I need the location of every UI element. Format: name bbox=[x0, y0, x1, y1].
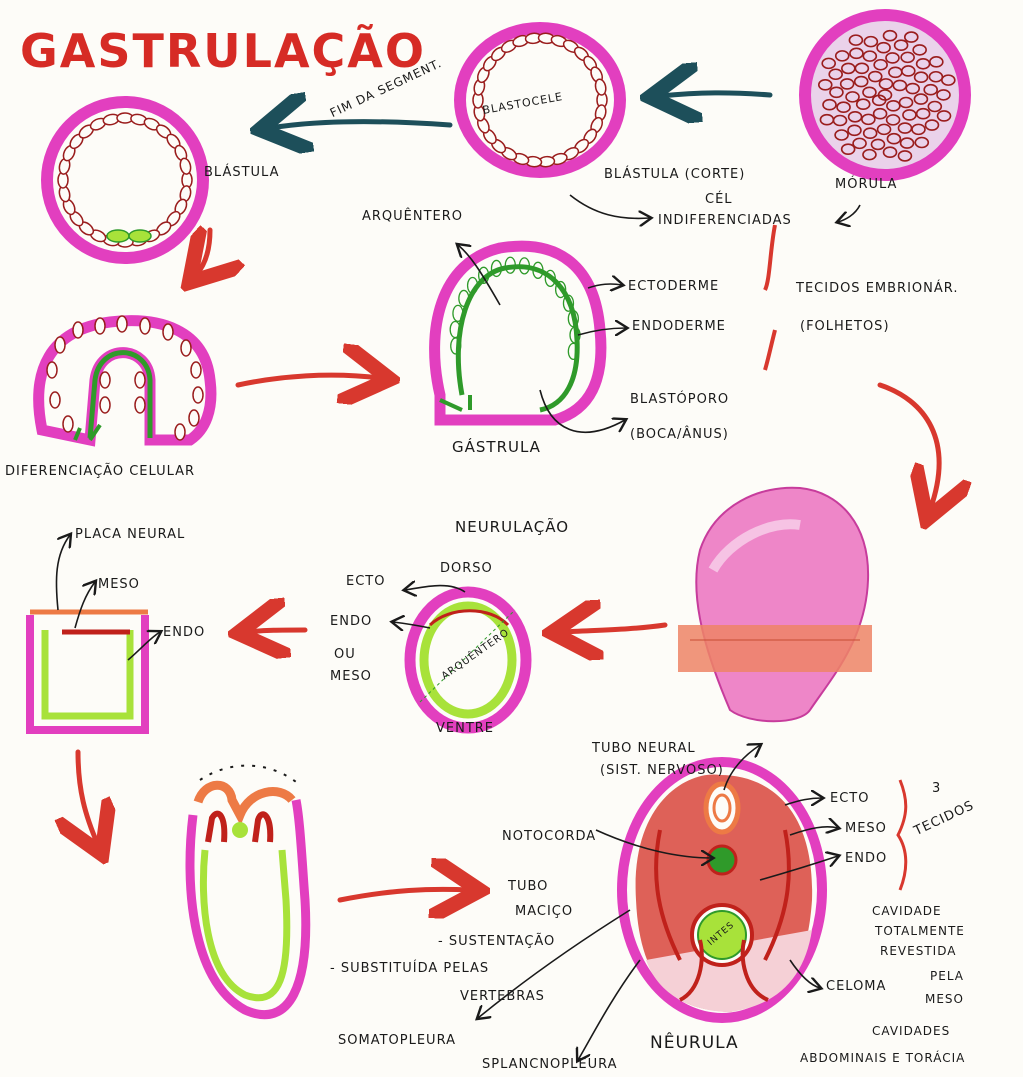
label-endo-ou-meso-1: ENDO bbox=[330, 615, 372, 628]
label-neurulacao: NEURULAÇÃO bbox=[455, 520, 569, 535]
red-arrow-6 bbox=[78, 752, 98, 845]
cell bbox=[100, 372, 110, 388]
label-folhetos: (FOLHETOS) bbox=[800, 320, 890, 333]
red-arrow-2 bbox=[238, 375, 380, 385]
cell bbox=[140, 318, 150, 334]
label-dorso: DORSO bbox=[440, 562, 493, 575]
cell bbox=[189, 410, 199, 426]
label-endo: ENDO bbox=[163, 626, 205, 639]
red-arrow-1 bbox=[196, 230, 210, 275]
label-blastoporo: BLASTÓPORO bbox=[630, 393, 729, 406]
label-ecto: ECTO bbox=[346, 575, 385, 588]
cell bbox=[47, 362, 57, 378]
neurula-embryo-drawing bbox=[678, 488, 872, 722]
cell bbox=[63, 416, 73, 432]
label-diferenciacao: DIFERENCIAÇÃO CELULAR bbox=[5, 465, 195, 478]
cell bbox=[135, 397, 145, 413]
label-tecidos-embrionar: TECIDOS EMBRIONÁR. bbox=[796, 282, 958, 295]
cell bbox=[181, 340, 191, 356]
label-boca-anus: (BOCA/ÂNUS) bbox=[630, 428, 729, 441]
label-revestida: REVESTIDA bbox=[880, 945, 956, 957]
morula-drawing bbox=[805, 15, 965, 175]
red-arrow-3 bbox=[880, 385, 939, 510]
red-arrow-5 bbox=[248, 630, 305, 632]
cell bbox=[135, 372, 145, 388]
cell bbox=[117, 316, 127, 332]
cell bbox=[175, 424, 185, 440]
label-ventre: VENTRE bbox=[436, 722, 494, 735]
label-splancnopleura: SPLANCNOPLEURA bbox=[482, 1058, 618, 1071]
label-gastrula: GÁSTRULA bbox=[452, 440, 541, 455]
label-ectoderme: ECTODERME bbox=[628, 280, 719, 293]
label-endo-ou-meso-3: MESO bbox=[330, 670, 372, 683]
label-sustentacao: - SUSTENTAÇÃO bbox=[438, 935, 555, 948]
label-tres: 3 bbox=[932, 782, 941, 795]
label-morula: MÓRULA bbox=[835, 178, 897, 191]
label-neurula: NÊURULA bbox=[650, 1035, 739, 1052]
neurula-section-drawing bbox=[622, 762, 822, 1018]
label-ecto-2: ECTO bbox=[830, 792, 869, 805]
label-blastula: BLÁSTULA bbox=[204, 166, 280, 179]
label-indiferenciadas: INDIFERENCIADAS bbox=[658, 214, 792, 227]
label-notocorda: NOTOCORDA bbox=[502, 830, 596, 843]
label-somatopleura: SOMATOPLEURA bbox=[338, 1034, 456, 1047]
cell bbox=[50, 392, 60, 408]
label-meso-2: MESO bbox=[845, 822, 887, 835]
gastrula-drawing bbox=[435, 246, 601, 420]
label-endo-ou-meso-2: OU bbox=[334, 648, 356, 661]
label-totalmente: TOTALMENTE bbox=[875, 925, 965, 937]
cell bbox=[163, 324, 173, 340]
tres-tecidos-brace bbox=[898, 780, 906, 890]
label-abdominais: ABDOMINAIS E TORÁCIA bbox=[800, 1052, 965, 1064]
cell bbox=[100, 397, 110, 413]
label-meso: MESO bbox=[98, 578, 140, 591]
label-blastula-corte: BLÁSTULA (CORTE) bbox=[604, 168, 745, 181]
label-substituida: - SUBSTITUÍDA PELAS bbox=[330, 962, 489, 975]
label-tubo: TUBO bbox=[508, 880, 548, 893]
neural-plate-drawing bbox=[30, 612, 148, 730]
blastula-drawing bbox=[47, 102, 203, 258]
page-title: GASTRULAÇÃO bbox=[20, 28, 426, 74]
label-cavidade: CAVIDADE bbox=[872, 905, 942, 917]
label-sist-nervoso: (SIST. NERVOSO) bbox=[600, 764, 724, 777]
label-tubo-neural: TUBO NEURAL bbox=[592, 742, 696, 755]
label-endo-2: ENDO bbox=[845, 852, 887, 865]
tecidos-brace bbox=[765, 225, 775, 370]
red-arrow-7 bbox=[340, 889, 470, 900]
cell bbox=[95, 318, 105, 334]
cell bbox=[73, 322, 83, 338]
label-endoderme: ENDODERME bbox=[632, 320, 726, 333]
neural-fold-drawing bbox=[190, 766, 306, 1015]
label-celoma: CELOMA bbox=[826, 980, 886, 993]
label-cavidades: CAVIDADES bbox=[872, 1025, 950, 1037]
label-macico: MACIÇO bbox=[515, 905, 573, 918]
cell bbox=[55, 337, 65, 353]
differentiation-drawing bbox=[39, 316, 211, 440]
red-arrow-4 bbox=[562, 625, 665, 632]
cell bbox=[193, 387, 203, 403]
label-meso-3: MESO bbox=[925, 993, 964, 1005]
label-cel: CÉL bbox=[705, 193, 733, 206]
label-vertebras: VERTEBRAS bbox=[460, 990, 545, 1003]
label-placa-neural: PLACA NEURAL bbox=[75, 528, 185, 541]
cell bbox=[191, 362, 201, 378]
label-pela: PELA bbox=[930, 970, 964, 982]
label-arquentero: ARQUÊNTERO bbox=[362, 210, 463, 223]
